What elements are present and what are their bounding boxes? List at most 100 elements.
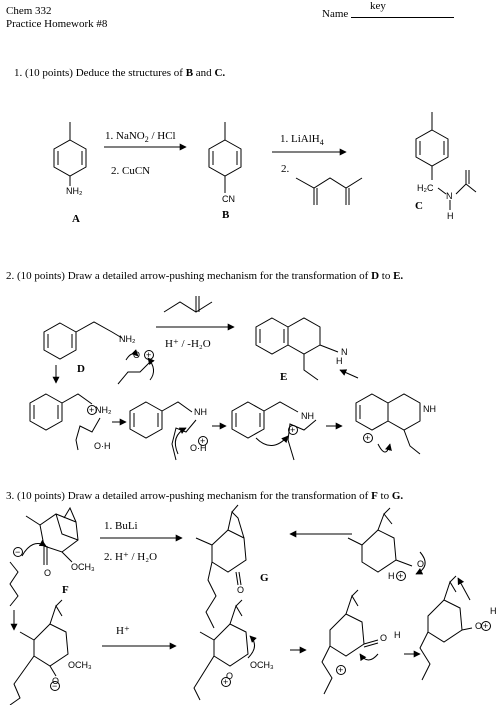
structure-f	[9, 506, 79, 607]
label-a: A	[72, 213, 80, 225]
svg-text:+: +	[398, 571, 403, 581]
q3-step2: 2. H⁺ / H₂O	[104, 551, 158, 563]
name-line	[351, 17, 454, 18]
charge-plus-int4: +	[363, 433, 373, 443]
atom-h-c: H	[447, 211, 454, 221]
structure-int6	[9, 599, 69, 705]
charge-plus-int3: +	[288, 425, 298, 435]
arrow-int4-to-int5	[457, 577, 471, 601]
q1-points: (10 points)	[25, 67, 73, 79]
q2-number: 2.	[6, 270, 15, 282]
charge-plus-int9: +	[481, 621, 491, 631]
atom-och3-i2: OCH₃	[250, 660, 274, 670]
q3-prompt-g: G.	[391, 490, 404, 502]
svg-text:+: +	[200, 436, 205, 446]
q1-step1a: 1. NaNO2 / HCl	[105, 130, 176, 145]
atom-o-i3: O	[380, 633, 388, 643]
q1-number: 1.	[14, 67, 23, 79]
atom-nh2-a: NH₂	[66, 186, 83, 196]
atom-o-f: O	[44, 568, 52, 578]
atom-h-i4: H	[490, 606, 497, 616]
atom-nh2-i1: NH₂	[95, 405, 112, 415]
atom-o-i4: O	[475, 621, 483, 631]
atom-o-i2: O	[226, 671, 234, 681]
label-f: F	[62, 584, 69, 596]
svg-text:−: −	[15, 547, 20, 557]
charge-minus-int6: −	[50, 681, 60, 691]
q2-prompt-text: Draw a detailed arrow-pushing mechanism …	[67, 270, 369, 282]
structure-c	[415, 112, 477, 210]
atom-och3-f: OCH₃	[71, 562, 95, 572]
charge-plus-int2: +	[198, 436, 208, 446]
svg-text:+: +	[223, 677, 228, 687]
svg-text:+: +	[365, 433, 370, 443]
structure-int7	[193, 599, 257, 701]
arrow-to-e	[339, 369, 359, 379]
structure-g	[195, 504, 247, 629]
atom-nh-i3: NH	[301, 411, 314, 421]
q3-prompt-text: Draw a detailed arrow-pushing mechanism …	[67, 490, 369, 502]
q2-reagent: H⁺ / -H₂O	[165, 338, 211, 350]
svg-text:+: +	[290, 425, 295, 435]
label-b: B	[222, 209, 230, 221]
structure-int9	[419, 575, 473, 681]
charge-plus-int8: +	[336, 665, 346, 675]
structure-int4	[355, 393, 421, 455]
atom-cn-b: CN	[222, 194, 235, 204]
structure-d	[43, 321, 123, 360]
atom-h2c-c: H₂C	[417, 183, 434, 193]
structure-int8	[321, 589, 379, 695]
structure-int1	[29, 393, 101, 451]
svg-text:+: +	[146, 350, 151, 360]
q2-prompt-e: E.	[393, 270, 404, 282]
assignment-title: Practice Homework #8	[6, 18, 108, 30]
q2-prompt-d: D	[371, 270, 380, 282]
atom-nh-i2: NH	[194, 407, 207, 417]
charge-plus-int7: +	[221, 677, 231, 687]
atom-nh2-d: NH₂	[119, 334, 136, 344]
q3-prompt-f: F	[371, 490, 378, 502]
name-label: Name	[322, 8, 349, 20]
q2-prompt-to: to	[381, 270, 391, 282]
atom-och3-i1: OCH₃	[68, 660, 92, 670]
q1-prompt: 1. (10 points) Deduce the structures of …	[14, 67, 225, 80]
course-title: Chem 332	[6, 5, 52, 17]
atom-oh-i1: O·H	[94, 441, 111, 451]
q1-prompt-c: C.	[214, 67, 226, 79]
q1-prompt-text: Deduce the structures of	[75, 67, 183, 79]
structure-anhydride	[295, 177, 363, 205]
q1-step2b: 2.	[281, 163, 290, 175]
svg-text:+: +	[338, 665, 343, 675]
structure-e	[255, 317, 339, 381]
label-c: C	[415, 200, 423, 212]
q1-prompt-b: B	[185, 67, 194, 79]
label-e: E	[280, 371, 288, 383]
label-d: D	[77, 363, 85, 375]
atom-h-i5: H	[388, 571, 395, 581]
structure-a	[53, 122, 87, 186]
atom-o-i5: O	[417, 559, 425, 569]
q2-prompt: 2. (10 points) Draw a detailed arrow-pus…	[6, 270, 403, 283]
atom-o-i1: O	[52, 676, 60, 686]
atom-n-e: N	[341, 347, 348, 357]
svg-text:+: +	[483, 621, 488, 631]
name-value: key	[370, 0, 386, 12]
svg-text:+: +	[89, 405, 94, 415]
atom-o-g: O	[237, 585, 245, 595]
structure-int3	[231, 401, 317, 461]
atom-h-e: H	[336, 356, 343, 366]
structure-int5	[347, 507, 426, 575]
atom-oh-i2: O·H	[190, 443, 207, 453]
q3-number: 3.	[6, 490, 15, 502]
charge-minus-f: −	[13, 547, 23, 557]
q3-prompt: 3. (10 points) Draw a detailed arrow-pus…	[6, 490, 403, 503]
svg-text:−: −	[52, 681, 57, 691]
charge-plus-int1: +	[87, 405, 97, 415]
q1-prompt-and: and	[195, 67, 212, 79]
label-g: G	[260, 572, 269, 584]
q3-prompt-to: to	[380, 490, 390, 502]
atom-nh-i4: NH	[423, 404, 436, 414]
q1-step2a: 1. LiAlH4	[280, 133, 324, 148]
q2-points: (10 points)	[17, 270, 65, 282]
